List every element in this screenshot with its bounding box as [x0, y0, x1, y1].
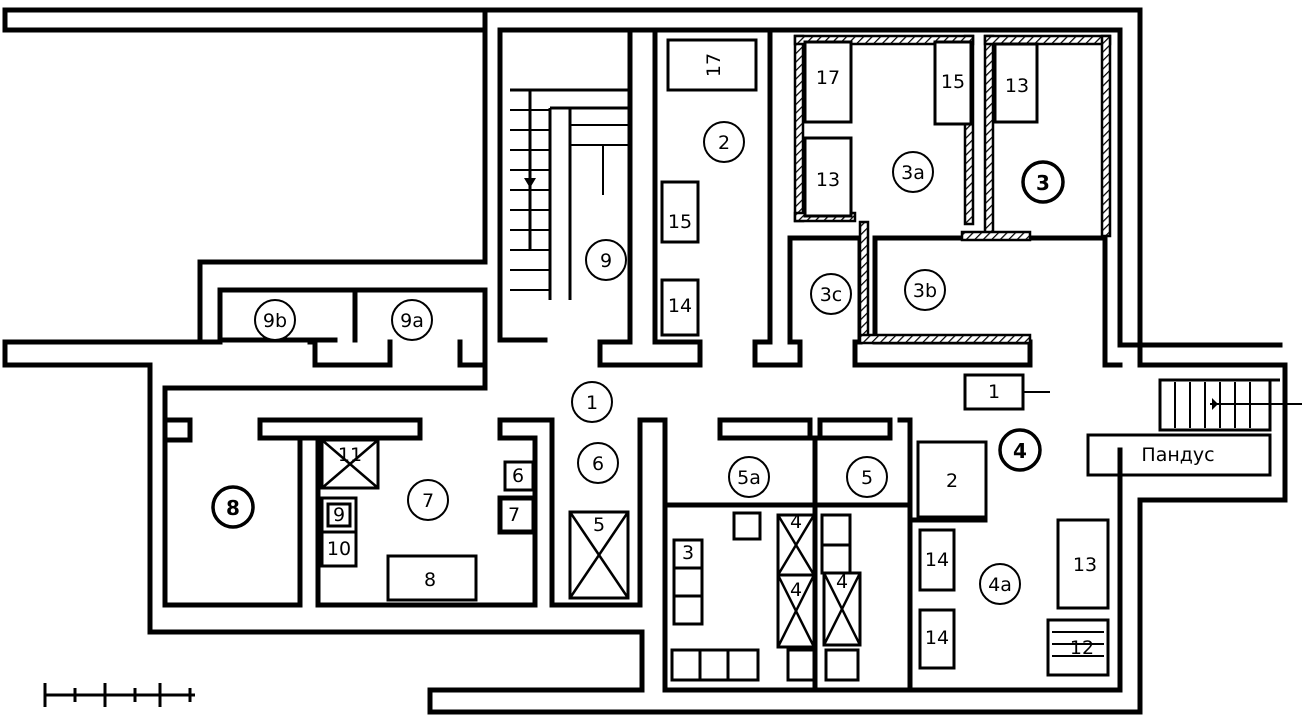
room-1-label: 1	[586, 392, 598, 414]
equipment-17-room3a	[803, 40, 853, 124]
room-8-label: 8	[226, 496, 240, 520]
equipment-6-label: 6	[512, 465, 524, 487]
equipment-14-room2	[660, 278, 700, 337]
equipment-5-label: 5	[593, 514, 605, 536]
equipment-17-room2	[666, 38, 758, 92]
equipment-7	[497, 495, 537, 535]
room-2-label: 2	[718, 132, 730, 154]
equipment-2-label: 2	[946, 470, 958, 492]
room-3-label: 3	[1036, 171, 1050, 195]
ramp-label: Пандус	[1141, 444, 1214, 466]
equipment-4b-label: 4	[790, 579, 802, 601]
equipment-10	[320, 530, 358, 568]
equipment-14-room4a-b	[918, 608, 956, 670]
room-5a-label: 5a	[737, 467, 761, 489]
equipment-13-room3	[993, 42, 1039, 124]
room-7-label: 7	[422, 490, 434, 512]
equipment-4a-label: 4	[790, 511, 802, 533]
equipment-3-label: 3	[682, 542, 694, 564]
equipment-14-room2-label: 14	[668, 295, 692, 317]
equipment-12	[1046, 618, 1110, 677]
equipment-13-room3a	[803, 136, 853, 218]
equipment-6	[503, 460, 535, 492]
equipment-14-room4a-a	[918, 528, 956, 592]
room-9a-label: 9a	[400, 310, 424, 332]
equipment-13-room4a	[1056, 518, 1110, 610]
room-9-label: 9	[600, 250, 612, 272]
equipment-8-label: 8	[424, 569, 436, 591]
room-6-label: 6	[592, 453, 604, 475]
equipment-1-label: 1	[988, 381, 1000, 403]
equipment-10-label: 10	[327, 538, 351, 560]
room-3c-label: 3c	[820, 284, 843, 306]
equipment-12-label: 12	[1070, 637, 1094, 659]
room-labels: 1 2 3 3a 3b 3c 4 4a 5 5a 6 7 8 9 9a 9b	[211, 121, 1065, 605]
equipment-15-room3a	[933, 40, 973, 126]
equipment-17-room2-label: 17	[703, 53, 725, 77]
equipment-9-label: 9	[333, 504, 345, 526]
equipment-2	[916, 440, 988, 519]
scale-bar	[43, 683, 195, 707]
equipment-4c-label: 4	[836, 571, 848, 593]
equipment-7-label: 7	[508, 504, 520, 526]
equipment-layer: 17 15 14 17 13 15 13 1 2 13 12	[320, 38, 1110, 682]
equipment-14-room4a-a-label: 14	[925, 549, 949, 571]
room-4a-label: 4a	[988, 574, 1012, 596]
room-3a-label: 3a	[901, 162, 925, 184]
staircase-main	[510, 88, 630, 300]
equipment-13-room3a-label: 13	[816, 169, 840, 191]
staircase-entrance: Пандус	[1086, 378, 1302, 477]
equipment-13-room4a-label: 13	[1073, 554, 1097, 576]
room-5-label: 5	[861, 467, 873, 489]
equipment-15-room2	[660, 180, 700, 244]
equipment-14-room4a-b-label: 14	[925, 627, 949, 649]
equipment-11-label: 11	[338, 444, 362, 466]
equipment-13-room3-label: 13	[1005, 75, 1029, 97]
room-9b-label: 9b	[263, 310, 287, 332]
room-4-label: 4	[1013, 439, 1027, 463]
room-3b-label: 3b	[913, 280, 937, 302]
equipment-17-room3a-label: 17	[816, 67, 840, 89]
equipment-15-room2-label: 15	[668, 211, 692, 233]
hatched-partitions	[793, 34, 1112, 345]
equipment-15-room3a-label: 15	[941, 71, 965, 93]
equipment-8	[386, 554, 478, 602]
